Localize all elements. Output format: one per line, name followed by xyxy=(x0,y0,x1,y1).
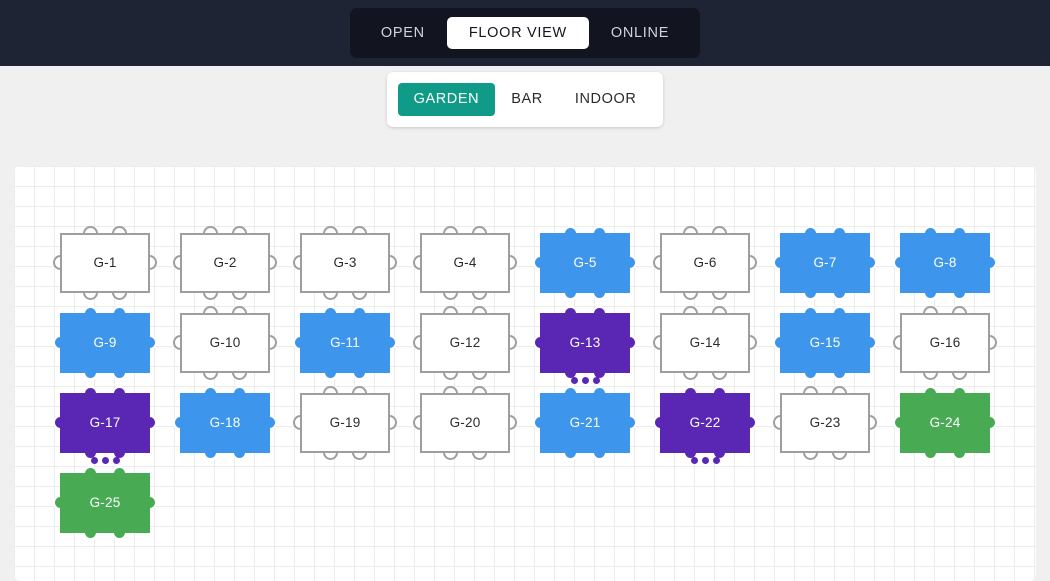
floor-table[interactable]: G-13 xyxy=(533,306,637,384)
table-surface: G-9 xyxy=(60,313,150,373)
floor-table[interactable]: G-2 xyxy=(173,226,277,300)
table-surface: G-12 xyxy=(420,313,510,373)
table-surface: G-3 xyxy=(300,233,390,293)
dot xyxy=(112,457,120,464)
floor-table[interactable]: G-25 xyxy=(53,466,157,540)
area-tab-indoor[interactable]: INDOOR xyxy=(559,83,653,116)
view-tab-online[interactable]: ONLINE xyxy=(589,17,691,50)
table-surface: G-10 xyxy=(180,313,270,373)
table-surface: G-4 xyxy=(420,233,510,293)
table-label: G-18 xyxy=(209,415,241,431)
floor-table[interactable]: G-3 xyxy=(293,226,397,300)
floor-table[interactable]: G-1 xyxy=(53,226,157,300)
table-label: G-20 xyxy=(449,415,481,431)
table-surface: G-7 xyxy=(780,233,870,293)
area-tab-bar[interactable]: BAR xyxy=(495,83,559,116)
table-surface: G-18 xyxy=(180,393,270,453)
table-surface: G-2 xyxy=(180,233,270,293)
table-label: G-22 xyxy=(689,415,721,431)
table-surface: G-5 xyxy=(540,233,630,293)
floor-table[interactable]: G-9 xyxy=(53,306,157,380)
table-surface: G-6 xyxy=(660,233,750,293)
area-tab-garden[interactable]: GARDEN xyxy=(397,83,496,116)
view-tab-open[interactable]: OPEN xyxy=(359,17,447,50)
floor-table[interactable]: G-22 xyxy=(653,386,757,464)
table-surface: G-13 xyxy=(540,313,630,373)
dot xyxy=(101,457,109,464)
table-label: G-9 xyxy=(93,335,117,351)
table-label: G-12 xyxy=(449,335,481,351)
table-more-options-icon[interactable] xyxy=(540,377,630,384)
table-label: G-16 xyxy=(929,335,961,351)
table-surface: G-22 xyxy=(660,393,750,453)
table-surface: G-8 xyxy=(900,233,990,293)
table-label: G-10 xyxy=(209,335,241,351)
dot xyxy=(570,377,578,384)
table-label: G-3 xyxy=(333,255,357,271)
table-surface: G-1 xyxy=(60,233,150,293)
table-label: G-7 xyxy=(813,255,837,271)
table-label: G-2 xyxy=(213,255,237,271)
table-label: G-23 xyxy=(809,415,841,431)
dot xyxy=(712,457,720,464)
table-surface: G-17 xyxy=(60,393,150,453)
table-more-options-icon[interactable] xyxy=(60,457,150,464)
table-label: G-21 xyxy=(569,415,601,431)
dot xyxy=(690,457,698,464)
floor-table[interactable]: G-15 xyxy=(773,306,877,380)
view-tab-floor-view[interactable]: FLOOR VIEW xyxy=(446,16,589,50)
table-more-options-icon[interactable] xyxy=(660,457,750,464)
floor-table[interactable]: G-19 xyxy=(293,386,397,460)
table-label: G-19 xyxy=(329,415,361,431)
table-surface: G-15 xyxy=(780,313,870,373)
floor-table[interactable]: G-7 xyxy=(773,226,877,300)
table-label: G-8 xyxy=(933,255,957,271)
dot xyxy=(581,377,589,384)
floor-table[interactable]: G-11 xyxy=(293,306,397,380)
table-surface: G-11 xyxy=(300,313,390,373)
table-surface: G-14 xyxy=(660,313,750,373)
table-label: G-17 xyxy=(89,415,121,431)
floor-table[interactable]: G-8 xyxy=(893,226,997,300)
floor-table[interactable]: G-6 xyxy=(653,226,757,300)
floor-table[interactable]: G-21 xyxy=(533,386,637,460)
table-label: G-5 xyxy=(573,255,597,271)
table-surface: G-20 xyxy=(420,393,510,453)
table-label: G-14 xyxy=(689,335,721,351)
dot xyxy=(592,377,600,384)
floor-table[interactable]: G-16 xyxy=(893,306,997,380)
table-label: G-1 xyxy=(93,255,117,271)
table-surface: G-24 xyxy=(900,393,990,453)
floor-table[interactable]: G-17 xyxy=(53,386,157,464)
floor-table[interactable]: G-10 xyxy=(173,306,277,380)
table-label: G-11 xyxy=(330,335,360,351)
floor-table[interactable]: G-12 xyxy=(413,306,517,380)
table-surface: G-19 xyxy=(300,393,390,453)
table-surface: G-21 xyxy=(540,393,630,453)
dot xyxy=(701,457,709,464)
floor-table[interactable]: G-23 xyxy=(773,386,877,460)
table-surface: G-16 xyxy=(900,313,990,373)
table-label: G-24 xyxy=(929,415,961,431)
floor-table[interactable]: G-20 xyxy=(413,386,517,460)
dot xyxy=(90,457,98,464)
table-label: G-15 xyxy=(809,335,841,351)
table-surface: G-23 xyxy=(780,393,870,453)
floor-table[interactable]: G-4 xyxy=(413,226,517,300)
table-surface: G-25 xyxy=(60,473,150,533)
floor-table[interactable]: G-24 xyxy=(893,386,997,460)
table-label: G-25 xyxy=(89,495,121,511)
table-label: G-6 xyxy=(693,255,717,271)
floor-table[interactable]: G-18 xyxy=(173,386,277,460)
table-label: G-4 xyxy=(453,255,477,271)
table-label: G-13 xyxy=(569,335,601,351)
floor-table[interactable]: G-5 xyxy=(533,226,637,300)
floor-table[interactable]: G-14 xyxy=(653,306,757,380)
